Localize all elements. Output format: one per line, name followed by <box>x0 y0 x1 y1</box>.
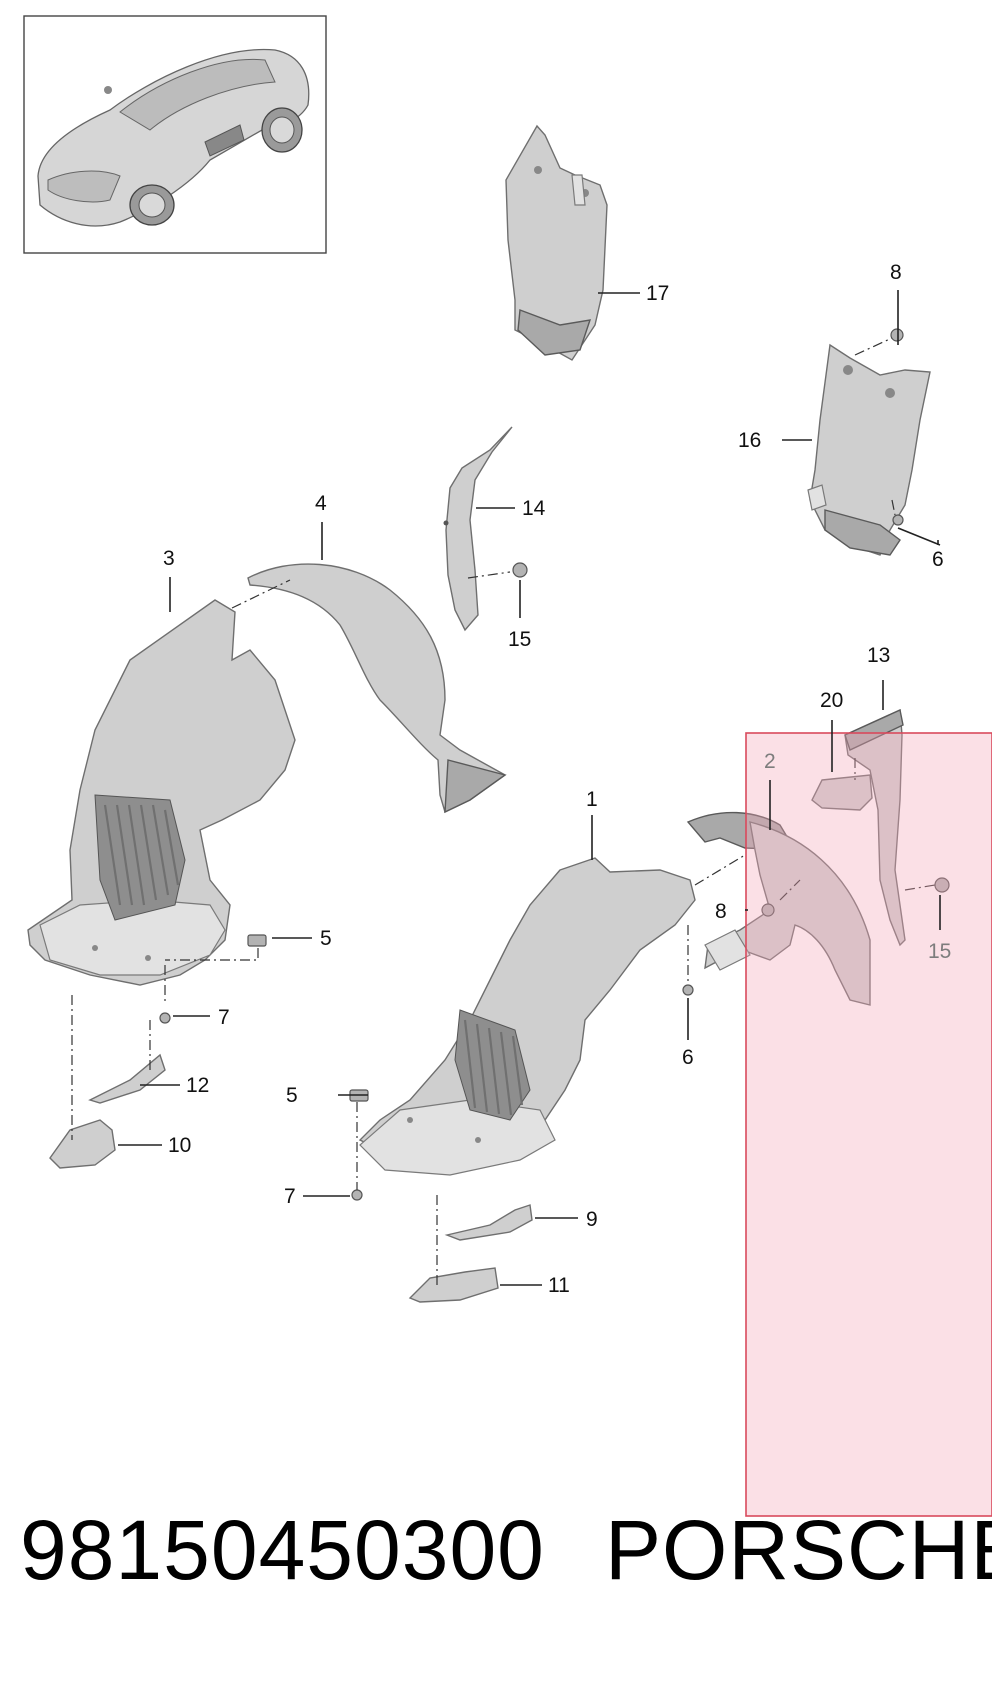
callout-2: 2 <box>764 750 776 773</box>
assembly-lines <box>71 337 936 1285</box>
callout-15a: 15 <box>508 628 531 651</box>
callout-7b: 7 <box>284 1185 296 1208</box>
part-4-trim <box>247 563 507 814</box>
callout-8b: 8 <box>715 900 727 923</box>
callout-3: 3 <box>163 547 175 570</box>
callout-5b: 5 <box>286 1084 298 1107</box>
callout-13: 13 <box>867 644 890 667</box>
part-20-trim <box>811 774 873 811</box>
highlight-region <box>745 732 992 1517</box>
callout-15b: 15 <box>928 940 951 963</box>
callout-4: 4 <box>315 492 327 515</box>
callout-16: 16 <box>738 429 761 452</box>
callout-7a: 7 <box>218 1006 230 1029</box>
callout-9: 9 <box>586 1208 598 1231</box>
part-14-strip <box>443 426 513 632</box>
part-3-vent <box>94 794 186 921</box>
part-1-liner <box>358 857 696 1176</box>
part-10-clip <box>49 1119 116 1169</box>
part-11-clip <box>408 1267 499 1303</box>
callout-labels: 1 2 3 4 5 5 6 6 7 7 8 8 9 10 11 12 13 14… <box>163 261 951 1297</box>
part-1-vent <box>454 1009 531 1121</box>
callout-20: 20 <box>820 689 843 712</box>
callout-10: 10 <box>168 1134 191 1157</box>
part-13-trim <box>844 708 906 947</box>
fasteners <box>159 328 950 1201</box>
callout-6b: 6 <box>682 1046 694 1069</box>
callout-8a: 8 <box>890 261 902 284</box>
callout-17: 17 <box>646 282 669 305</box>
part-17-liner <box>505 124 608 361</box>
part-9-clip <box>444 1204 533 1241</box>
leader-lines <box>118 290 941 1286</box>
part-12-clip <box>88 1053 166 1104</box>
part-16-liner <box>807 343 931 556</box>
part-number: 98150450300 <box>20 1503 545 1597</box>
brand-name: PORSCHE <box>605 1503 992 1597</box>
part-2-cover <box>686 811 871 1006</box>
car-thumbnail-icon <box>37 48 310 227</box>
callout-12: 12 <box>186 1074 209 1097</box>
part-3-liner <box>27 599 296 986</box>
car-thumbnail <box>23 15 327 254</box>
callout-1: 1 <box>586 788 598 811</box>
callout-14: 14 <box>522 497 546 520</box>
callout-11: 11 <box>548 1274 570 1297</box>
callout-5a: 5 <box>320 927 332 950</box>
callout-6a: 6 <box>932 548 944 571</box>
